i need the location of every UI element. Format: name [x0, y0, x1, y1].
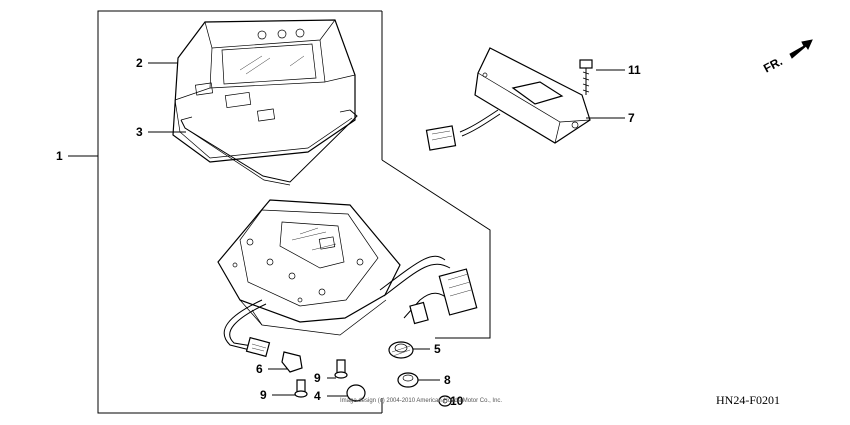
- callout-10: 10: [450, 394, 464, 408]
- callout-6: 6: [256, 362, 263, 376]
- callout-7: 7: [628, 111, 635, 125]
- control-unit: [425, 47, 591, 151]
- bolt-11: [579, 59, 593, 95]
- wire-harness: [223, 255, 478, 358]
- callout-4: 4: [314, 389, 321, 403]
- callout-8: 8: [444, 373, 451, 387]
- callout-9-lower: 9: [260, 388, 267, 402]
- callout-5: 5: [434, 342, 441, 356]
- callout-3: 3: [136, 125, 143, 139]
- callout-2: 2: [136, 56, 143, 70]
- figure-code: HN24-F0201: [716, 393, 780, 407]
- front-direction-label: FR.: [761, 54, 785, 75]
- callout-1: 1: [56, 149, 63, 163]
- leader-lines: [68, 62, 625, 402]
- callout-9-upper: 9: [314, 371, 321, 385]
- meter-seal: [180, 109, 358, 186]
- copyright-notice: Image design (c) 2004-2010 American Hond…: [340, 398, 502, 404]
- small-parts: [281, 341, 452, 407]
- callout-11: 11: [628, 63, 641, 77]
- front-direction-arrow: FR.: [761, 39, 813, 76]
- meter-cover: [172, 19, 356, 163]
- assembly-bracket: [97, 10, 491, 414]
